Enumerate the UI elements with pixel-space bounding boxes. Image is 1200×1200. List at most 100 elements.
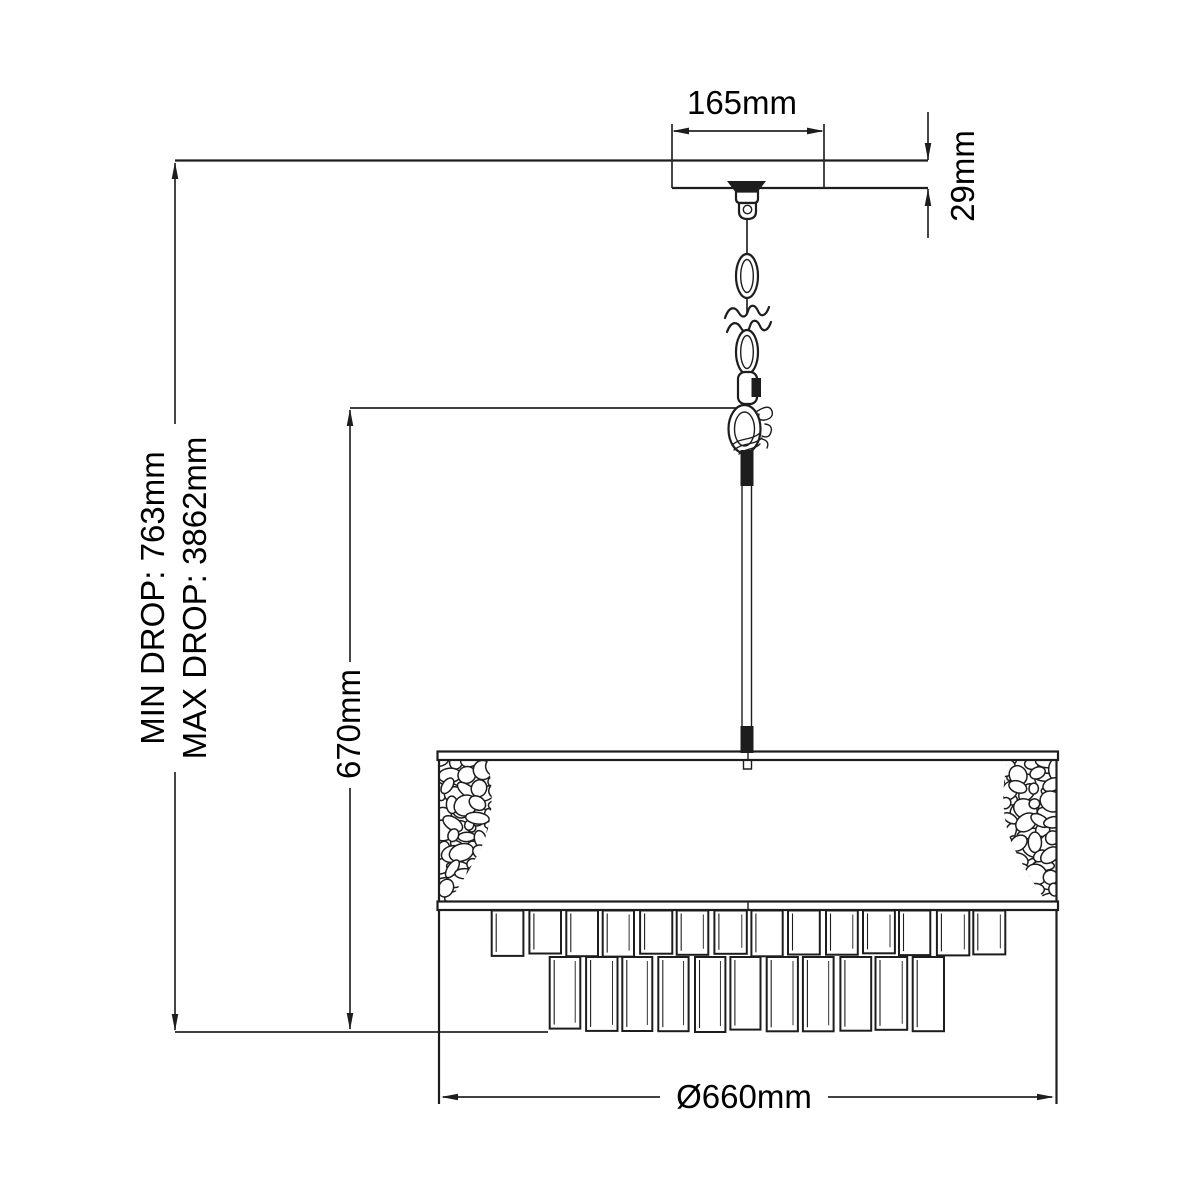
break-symbol-lower [725,319,773,334]
chain-link-1-inner [740,258,755,294]
break-symbol-upper [723,304,771,320]
chain-link-1 [734,252,760,300]
safety-wire-curl-3 [761,438,769,449]
socket-loop [742,204,753,215]
canopy-hub [727,181,766,192]
pebble [487,798,492,812]
dimension-canopy-depth: 29mm [924,112,981,238]
arrowhead-up [346,409,354,426]
wire-wrap-2 [733,437,763,451]
pebble [487,776,492,788]
crystal-drop [839,956,873,1032]
arrowhead-down [924,143,932,160]
arrowhead-up [171,162,179,179]
pebble [1003,820,1005,837]
pebble [1003,873,1007,894]
pebble [1003,836,1014,849]
wire-wrap-1 [731,432,761,446]
crystal-drop [565,909,599,958]
pebble [464,811,490,825]
dimension-drop: MIN DROP: 763mm MAX DROP: 3862mm [134,162,213,1031]
pebble [440,777,455,795]
crystal-tier-1 [490,909,1007,958]
pebble [1003,774,1006,787]
pebble [1003,855,1018,871]
pebble [475,884,491,900]
crystal-drop [898,909,932,957]
crystal-drop [750,909,784,958]
rod-black-lower [740,726,754,753]
canopy-depth-label: 29mm [944,130,981,222]
crystal-drop [490,909,525,957]
arrowhead-down [346,1013,354,1030]
crystal-drop [911,956,946,1033]
pebble [483,855,492,867]
max-drop-label: MAX DROP: 3862mm [176,437,213,760]
arrowhead-up [924,189,932,206]
socket-collar [734,190,760,205]
crystal-tier-2 [548,956,946,1033]
rod-stub-inside [742,760,753,770]
pebble [1003,839,1008,859]
hook-loop-inner [733,411,756,447]
rod-black-upper [740,450,754,486]
pebble [1039,790,1056,813]
pebble [1003,866,1011,887]
pebble [487,851,492,865]
chain-suspension [723,181,774,455]
pebble [442,814,464,833]
pebble [985,785,1003,801]
pebble [480,873,492,890]
pebble [1003,889,1019,900]
fixture-height-label: 670mm [330,669,367,779]
pebble [1003,848,1017,863]
pebble-texture-right [985,759,1056,904]
pebble [1040,846,1056,865]
ceiling-plate [175,124,928,190]
pebble [1003,853,1007,867]
pebble-texture-left [439,759,505,904]
pebble [1003,796,1012,810]
chain-link-2-inner [740,334,755,370]
pebble [486,879,492,897]
arrowhead-right [807,127,824,135]
pebble [464,874,487,892]
pebble [454,867,476,880]
crystal-drop [639,909,674,955]
min-drop-label: MIN DROP: 763mm [134,451,171,744]
pebble [1042,777,1056,793]
canopy-width-label: 165mm [687,84,797,121]
safety-wire-curl-1 [755,406,774,421]
safety-wire-curl-2 [761,423,773,438]
adjuster-screw [751,378,761,397]
pebble [986,801,1004,821]
pebble [493,836,505,849]
pebble [1004,879,1023,892]
pebble [1028,782,1040,795]
pebble [1008,779,1028,794]
pebble [491,861,492,883]
pebble [1027,831,1043,854]
diameter-label: Ø660mm [676,1078,812,1115]
dimension-diameter: Ø660mm [437,910,1058,1115]
arrowhead-left [672,127,689,135]
crystal-drop [787,909,821,956]
arrowhead-down [171,1014,179,1031]
pebble [1028,798,1041,810]
stem-rod [740,450,754,753]
dimension-fixture-height: 670mm [175,407,737,1033]
pebble [1029,766,1046,780]
arrowhead-right [1037,1093,1054,1101]
pebble [487,781,492,799]
pebble [1014,882,1032,897]
pebble [468,795,487,812]
pebble [439,759,450,768]
pebble [457,831,476,843]
chain-link-2 [734,328,760,376]
crystal-drop [528,909,563,955]
pebble [1043,815,1056,829]
dimension-canopy-width: 165mm [672,84,824,135]
arrowhead-left [441,1093,458,1101]
